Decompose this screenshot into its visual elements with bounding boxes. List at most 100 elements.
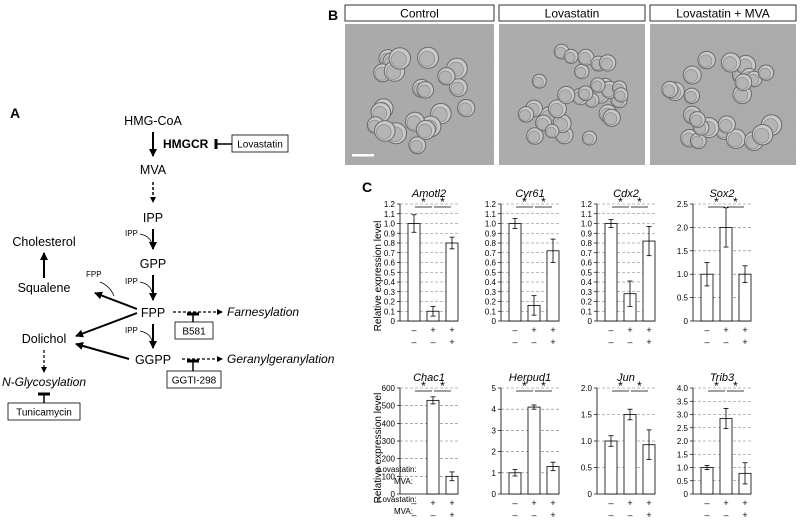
significance-star: * [522, 195, 527, 209]
embryo-inner [614, 90, 626, 102]
tunicamycin-box [7, 402, 81, 421]
embryo-inner [583, 133, 594, 145]
bar [407, 223, 421, 322]
y-tick-label: 4.0 [677, 384, 689, 393]
chart-title: Amotl2 [411, 188, 446, 200]
y-tick-label: 0.8 [485, 239, 497, 248]
y-tick-label: 2.5 [677, 200, 689, 209]
header-lovastatin: Lovastatin [545, 7, 600, 21]
y-tick-label: 0 [391, 490, 396, 499]
treatment-mva: – [704, 510, 709, 520]
y-tick-label: 2.0 [581, 384, 593, 393]
embryo-inner [578, 52, 591, 65]
embryo-inner [684, 69, 699, 83]
embryo-inner [690, 114, 703, 127]
treatment-mva: – [430, 337, 435, 347]
chart-title: Sox2 [709, 188, 734, 200]
bar [700, 467, 714, 495]
y-tick-label: 3.0 [677, 411, 689, 420]
y-tick-label: 0.5 [677, 477, 689, 486]
y-tick-label: 2 [492, 448, 497, 457]
significance-star: * [522, 379, 527, 393]
y-tick-label: 0 [492, 317, 497, 326]
header-box-lovastatin-mva [649, 4, 797, 22]
treatment-mva: + [646, 337, 651, 347]
treatment-mva: + [550, 337, 555, 347]
y-tick-label: 0.6 [581, 259, 593, 268]
header-control: Control [400, 7, 439, 21]
y-tick-label: 100 [382, 472, 396, 481]
significance-star: * [714, 379, 719, 393]
chart-cyr61: Cyr6100.10.20.30.40.50.60.70.80.91.01.11… [485, 188, 560, 347]
bar [426, 399, 440, 495]
y-tick-label: 0 [492, 490, 497, 499]
panel-a: A HMG-CoA HMGCR Lovastatin MVA IPP IPP G… [2, 105, 335, 421]
embryo-inner [450, 81, 465, 96]
y-tick-label: 0.3 [581, 288, 593, 297]
treatment-lovastatin: + [531, 498, 536, 508]
significance-star: * [421, 379, 426, 393]
node-fpp: FPP [141, 306, 165, 320]
y-tick-label: 0.1 [384, 307, 396, 316]
treatment-mva: – [411, 337, 416, 347]
y-tick-label: 5 [492, 384, 497, 393]
y-tick-label: 0.3 [485, 288, 497, 297]
y-tick-label: 0.6 [485, 259, 497, 268]
embryo-inner [376, 124, 392, 140]
node-ggpp: GGPP [135, 353, 171, 367]
y-tick-label: 0.9 [581, 229, 593, 238]
y-tick-label: 0.8 [384, 239, 396, 248]
treatment-lovastatin: + [449, 325, 454, 335]
panel-b: B Control Lovastatin Lovastatin + MVA [328, 4, 797, 165]
treatment-mva: – [704, 337, 709, 347]
y-tick-label: 2.5 [677, 424, 689, 433]
side-arrow-1 [139, 233, 153, 245]
y-tick-label: 1.0 [677, 464, 689, 473]
y-tick-label: 0.7 [384, 249, 396, 258]
y-tick-label: 0.9 [384, 229, 396, 238]
embryo-inner [558, 89, 572, 103]
treatment-lovastatin: + [723, 498, 728, 508]
treatment-mva: – [531, 337, 536, 347]
chart-title: Herpud1 [509, 372, 551, 384]
treatment-lovastatin: – [608, 498, 613, 508]
treatment-mva: + [742, 337, 747, 347]
y-tick-label: 0.5 [581, 464, 593, 473]
treatment-mva: – [627, 510, 632, 520]
chart-title: Jun [616, 372, 635, 384]
significance-star: * [421, 195, 426, 209]
micrograph-lovastatin-mva [650, 24, 796, 165]
treatment-mva: – [531, 510, 536, 520]
scale-bar [352, 154, 374, 157]
y-axis-label-bottom: Relative expression level [373, 393, 384, 504]
chart-title: Cyr61 [515, 188, 544, 200]
treatment-lovastatin: – [704, 325, 709, 335]
y-tick-label: 200 [382, 455, 396, 464]
lovastatin-label: Lovastatin [237, 140, 283, 151]
node-cholesterol: Cholesterol [12, 235, 75, 249]
y-tick-label: 0.6 [384, 259, 396, 268]
y-tick-label: 0 [684, 490, 689, 499]
y-tick-label: 1.1 [485, 210, 497, 219]
y-tick-label: 0.8 [581, 239, 593, 248]
micrograph-control [345, 24, 494, 165]
treatment-mva: – [411, 510, 416, 520]
embryo-inner [409, 139, 423, 153]
side-ipp-1: IPP [125, 229, 138, 238]
panel-label-b: B [328, 7, 338, 23]
tunicamycin-label: Tunicamycin [16, 408, 72, 419]
bar [527, 406, 541, 495]
side-fpp: FPP [86, 270, 102, 279]
treatment-mva: – [430, 510, 435, 520]
chart-title: Cdx2 [613, 188, 639, 200]
treatment-mva: – [608, 337, 613, 347]
treatment-mva: – [512, 337, 517, 347]
ggti-label: GGTI-298 [172, 376, 217, 387]
bar [604, 223, 618, 322]
treatment-lovastatin: + [742, 325, 747, 335]
y-tick-label: 1.5 [677, 450, 689, 459]
embryo-inner [575, 67, 587, 79]
bar-charts: Amotl200.10.20.30.40.50.60.70.80.91.01.1… [382, 188, 752, 520]
